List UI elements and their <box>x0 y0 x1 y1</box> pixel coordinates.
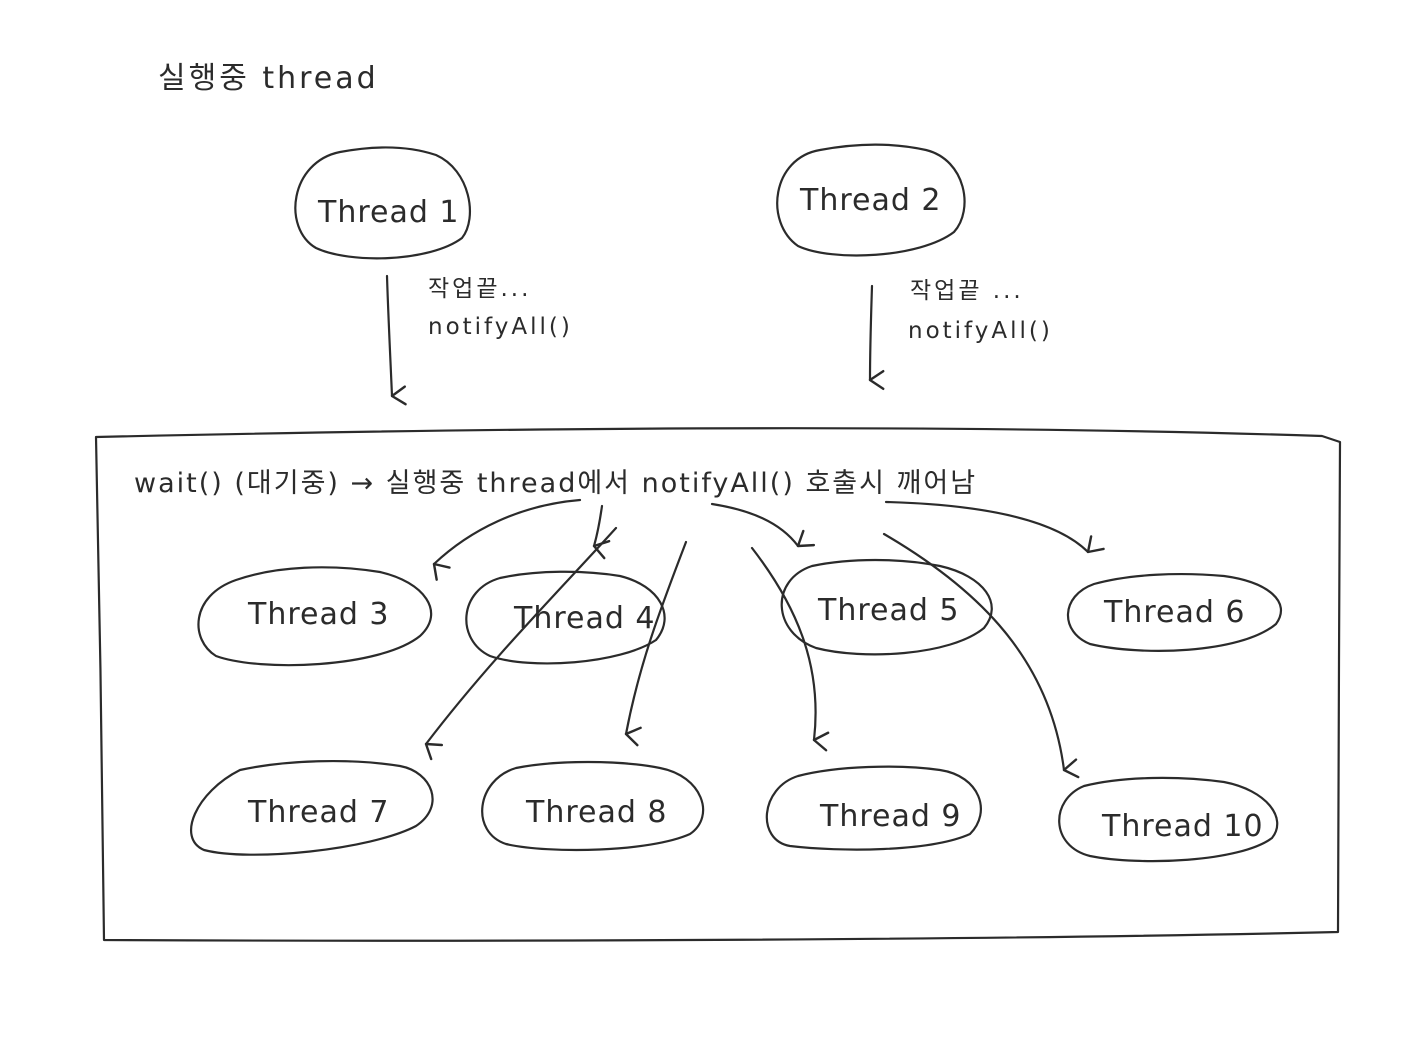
wake-arrow-thread-8 <box>624 540 688 747</box>
thread-2-note-line2: notifyAll() <box>908 318 1053 344</box>
wake-arrow-thread-7 <box>424 526 618 761</box>
thread-5-label: Thread 5 <box>817 593 960 628</box>
waiting-thread-3: Thread 3 <box>197 566 433 667</box>
thread-9-label: Thread 9 <box>819 799 962 834</box>
thread-4-label: Thread 4 <box>513 601 656 636</box>
thread-1-notify-arrow <box>385 274 407 406</box>
waiting-thread-9: Thread 9 <box>765 765 982 851</box>
wake-arrow-thread-6 <box>884 500 1105 554</box>
thread-10-label: Thread 10 <box>1101 809 1264 844</box>
thread-6-label: Thread 6 <box>1103 595 1246 630</box>
running-thread-1: Thread 1 <box>294 146 471 260</box>
waiting-thread-10: Thread 10 <box>1058 776 1279 863</box>
waiting-thread-5: Thread 5 <box>780 558 993 656</box>
waiting-thread-8: Thread 8 <box>481 760 705 852</box>
thread-10-node-outline <box>1058 776 1279 863</box>
thread-4-node-outline <box>465 570 666 665</box>
wake-arrow-thread-4 <box>592 504 611 560</box>
thread-6-node-outline <box>1066 572 1282 652</box>
diagram-title: 실행중 thread <box>158 61 379 96</box>
wait-box-label: wait() (대기중) → 실행중 thread에서 notifyAll() … <box>134 468 977 499</box>
thread-8-label: Thread 8 <box>525 795 668 830</box>
thread-7-label: Thread 7 <box>247 795 390 830</box>
thread-9-node-outline <box>765 765 982 851</box>
thread-8-node-outline <box>481 760 705 852</box>
thread-1-note-line1: 작업끝... <box>428 276 531 302</box>
wake-arrow-thread-3 <box>432 498 582 581</box>
thread-7-node-outline <box>190 759 434 856</box>
thread-1-label: Thread 1 <box>317 195 460 230</box>
waiting-thread-6: Thread 6 <box>1066 572 1282 652</box>
thread-2-label: Thread 2 <box>799 183 942 218</box>
thread-2-notify-arrow <box>868 284 885 391</box>
thread-1-note-line2: notifyAll() <box>428 314 573 340</box>
thread-2-node-outline <box>776 143 966 257</box>
waiting-thread-4: Thread 4 <box>465 570 666 665</box>
thread-5-node-outline <box>780 558 993 656</box>
wait-set-box <box>94 427 1342 942</box>
wake-arrow-thread-5 <box>710 502 816 548</box>
thread-1-node-outline <box>294 146 471 260</box>
running-thread-2: Thread 2 <box>776 143 966 257</box>
thread-3-label: Thread 3 <box>247 597 390 632</box>
wake-arrow-thread-10 <box>882 532 1080 779</box>
thread-3-node-outline <box>197 566 433 667</box>
waiting-thread-7: Thread 7 <box>190 759 434 856</box>
thread-2-note-line1: 작업끝 ... <box>910 278 1024 304</box>
